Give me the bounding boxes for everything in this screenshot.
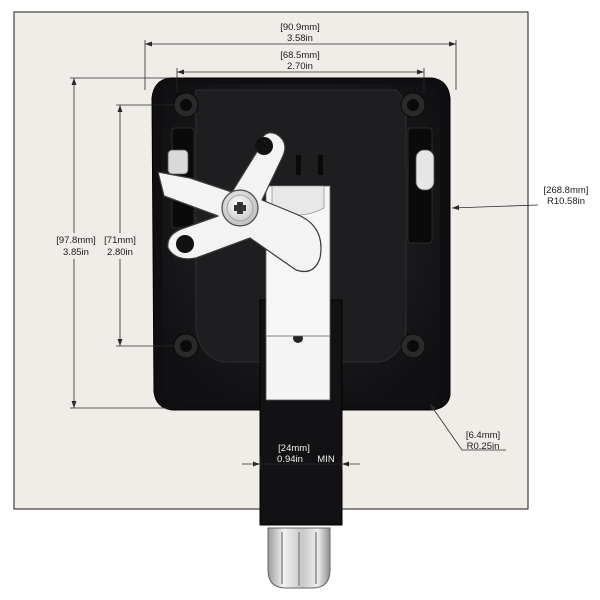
dim-curve-radius: [268.8mm] R10.58in xyxy=(451,185,589,210)
corner-radius-mm: [6.4mm] xyxy=(466,430,500,441)
curve-radius-in: R10.58in xyxy=(547,196,585,207)
bolt-hole-bottom-right xyxy=(400,333,426,359)
overall-height-in: 3.85in xyxy=(63,247,89,258)
corner-radius-in: R0.25in xyxy=(467,441,500,452)
hole-width-mm: [68.5mm] xyxy=(280,50,320,61)
min-thickness-suffix: MIN xyxy=(317,454,335,465)
overall-width-mm: [90.9mm] xyxy=(280,22,320,33)
dim-hole-height: [71mm] 2.80in xyxy=(101,104,176,347)
knob xyxy=(267,527,331,589)
min-thickness-mm: [24mm] xyxy=(278,443,310,454)
dim-hole-width: [68.5mm] 2.70in xyxy=(176,50,425,92)
dim-min-thickness: [24mm] 0.94in MIN xyxy=(242,443,360,470)
bolt-hole-bottom-left xyxy=(173,333,199,359)
dim-overall-height: [97.8mm] 3.85in xyxy=(48,77,170,409)
curve-radius-mm: [268.8mm] xyxy=(544,185,589,196)
min-thickness-in: 0.94in xyxy=(277,454,303,465)
overall-height-mm: [97.8mm] xyxy=(56,235,96,246)
bolt-hole-top-right xyxy=(400,92,426,118)
bolt-hole-top-left xyxy=(173,92,199,118)
phillips-screw-icon xyxy=(221,189,259,227)
dim-corner-radius: [6.4mm] R0.25in xyxy=(429,403,506,452)
overall-width-in: 3.58in xyxy=(287,33,313,44)
dim-overall-width: [90.9mm] 3.58in xyxy=(144,22,457,90)
hole-height-mm: [71mm] xyxy=(104,235,136,246)
hole-height-in: 2.80in xyxy=(107,247,133,258)
hole-width-in: 2.70in xyxy=(287,61,313,72)
